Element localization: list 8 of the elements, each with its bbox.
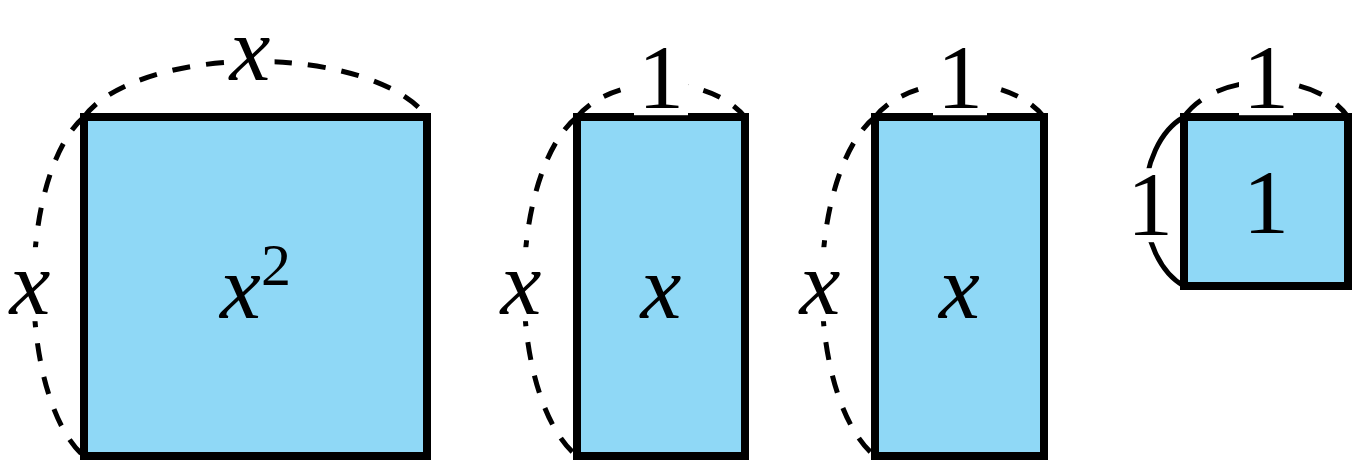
tile-label: x [640,240,682,333]
tile-label: x$^{2}$ [220,240,291,333]
algebra-tile [1180,113,1352,290]
tile-label: 1 [1243,155,1289,248]
algebra-tile [80,113,431,460]
algebra-tile [573,113,749,460]
tile-label: x [939,240,980,333]
algebra-tile [871,113,1048,460]
